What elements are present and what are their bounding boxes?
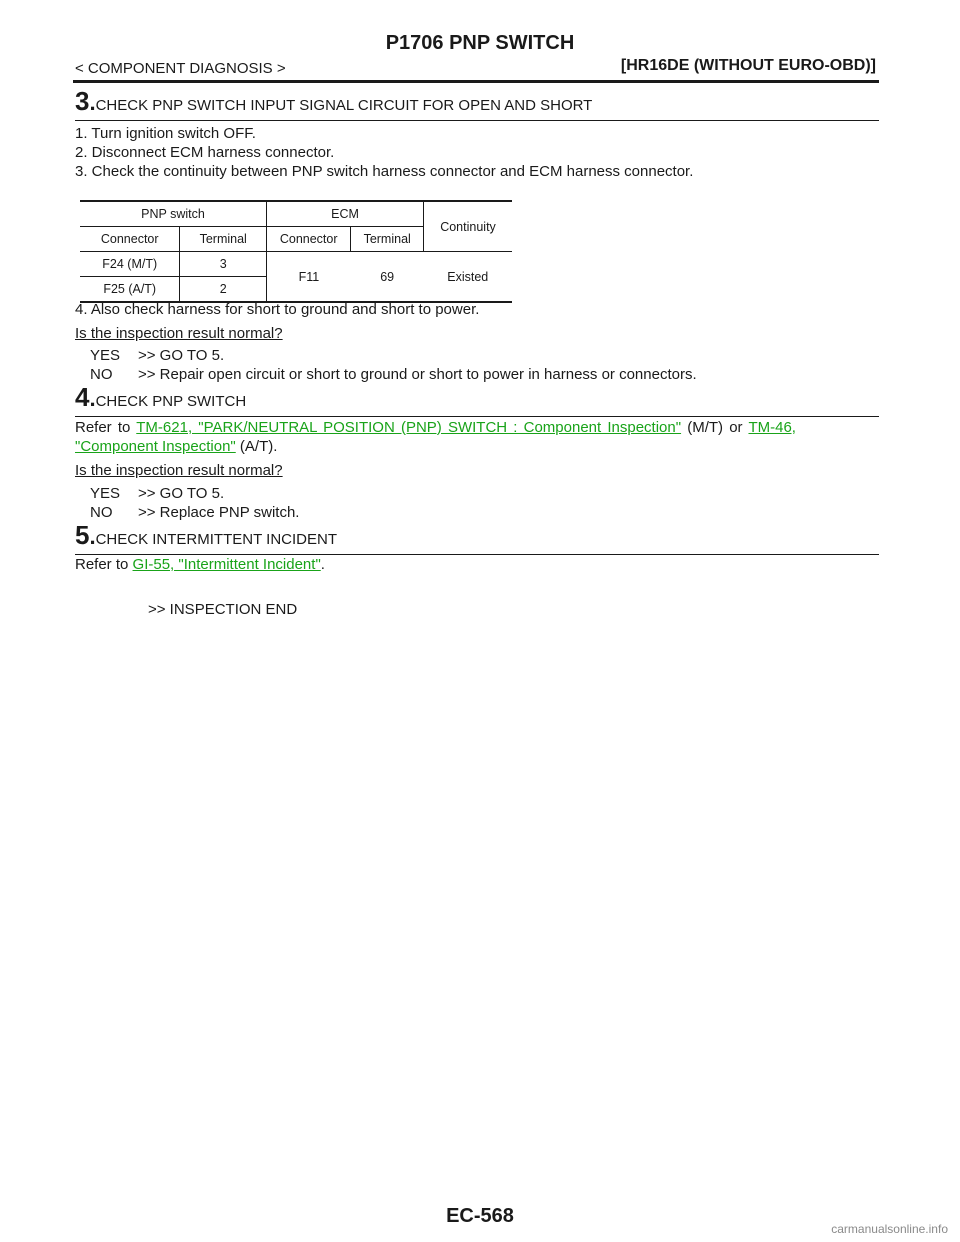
step4-question: Is the inspection result normal? [75,462,283,479]
step5-heading: 5.CHECK INTERMITTENT INCIDENT [75,520,879,555]
step3-no-text: >> Repair open circuit or short to groun… [138,366,697,383]
page-number: EC-568 [446,1205,514,1227]
step4-yes-key: YES [90,485,121,502]
table-row2-terminal: 2 [179,276,267,302]
step4-tail: (A/T). [239,438,278,455]
watermark: carmanualsonline.info [831,1222,948,1236]
table-result: Existed [447,269,489,284]
step3-question: Is the inspection result normal? [75,325,283,342]
step3-item-2: 2. Disconnect ECM harness connector. [75,144,335,161]
step4-refer: Refer to [75,419,131,436]
table-col-connector: Connector [100,232,159,246]
table-col-terminal: Terminal [179,226,267,252]
table-ecm-terminal: 69 [380,269,395,284]
step4-mid: (M/T) or [687,419,743,436]
step5-tail: . [320,556,325,573]
table-group-pnp: PNP switch [141,207,205,221]
step5-dot: . [89,524,96,549]
step5-number: 5 [75,520,90,550]
step3-item-4: 4. Also check harness for short to groun… [75,301,480,318]
step3-yes-key: YES [90,347,121,364]
step3-yes-text: >> GO TO 5. [138,347,225,364]
step4-link-tm621[interactable]: TM-621, "PARK/NEUTRAL POSITION (PNP) SWI… [136,419,682,436]
step3-item-3: 3. Check the continuity between PNP swit… [75,163,694,180]
page-title: P1706 PNP SWITCH [385,32,575,54]
step5-link-gi55[interactable]: GI-55, "Intermittent Incident" [132,556,321,573]
step3-number: 3 [75,86,90,116]
step4-heading: 4.CHECK PNP SWITCH [75,382,879,417]
step4-link-tm46[interactable]: TM-46, [748,419,796,436]
step4-link-component-inspection[interactable]: "Component Inspection" [75,438,236,455]
table-row1-connector: F24 (M/T) [80,251,180,277]
step5-refer-line: Refer to GI-55, "Intermittent Incident". [75,555,325,574]
step3-yes: YES >> GO TO 5. [90,346,224,365]
table-row2-connector: F25 (A/T) [103,282,157,296]
step3-no: NO >> Repair open circuit or short to gro… [90,365,697,384]
step5-refer: Refer to [75,556,129,573]
step4-no: NO >> Replace PNP switch. [90,503,299,522]
step5-title: CHECK INTERMITTENT INCIDENT [95,531,337,548]
step4-no-key: NO [90,504,113,521]
table-continuity-header: Continuity [423,201,512,252]
step4-yes-text: >> GO TO 5. [138,485,225,502]
table-ecm-connector: F11 [265,251,351,302]
table-group-ecm: ECM [266,201,424,227]
breadcrumb: < COMPONENT DIAGNOSIS > [75,60,286,77]
step5-end: >> INSPECTION END [148,601,298,618]
table-col-connector-ecm: Connector [265,226,351,252]
step3-heading: 3.CHECK PNP SWITCH INPUT SIGNAL CIRCUIT … [75,86,879,121]
step3-item-1: 1. Turn ignition switch OFF. [75,125,256,142]
step3-title: CHECK PNP SWITCH INPUT SIGNAL CIRCUIT FO… [95,97,593,114]
step4-title: CHECK PNP SWITCH [95,393,247,410]
step4-yes: YES >> GO TO 5. [90,484,224,503]
table-row1-terminal: 3 [179,251,267,277]
scope-label: [HR16DE (WITHOUT EURO-OBD)] [620,57,876,74]
step3-no-key: NO [90,366,113,383]
step4-number: 4 [75,382,90,412]
step4-dot: . [89,386,96,411]
table-col-terminal-ecm: Terminal [350,226,424,252]
header-rule [73,80,879,83]
step4-refer-line1: Refer to TM-621, "PARK/NEUTRAL POSITION … [75,418,879,437]
step3-dot: . [89,90,96,115]
continuity-table: PNP switch ECM Continuity Connector Term… [80,200,512,303]
step4-no-text: >> Replace PNP switch. [138,504,300,521]
step4-refer-line2: "Component Inspection" (A/T). [75,437,277,456]
